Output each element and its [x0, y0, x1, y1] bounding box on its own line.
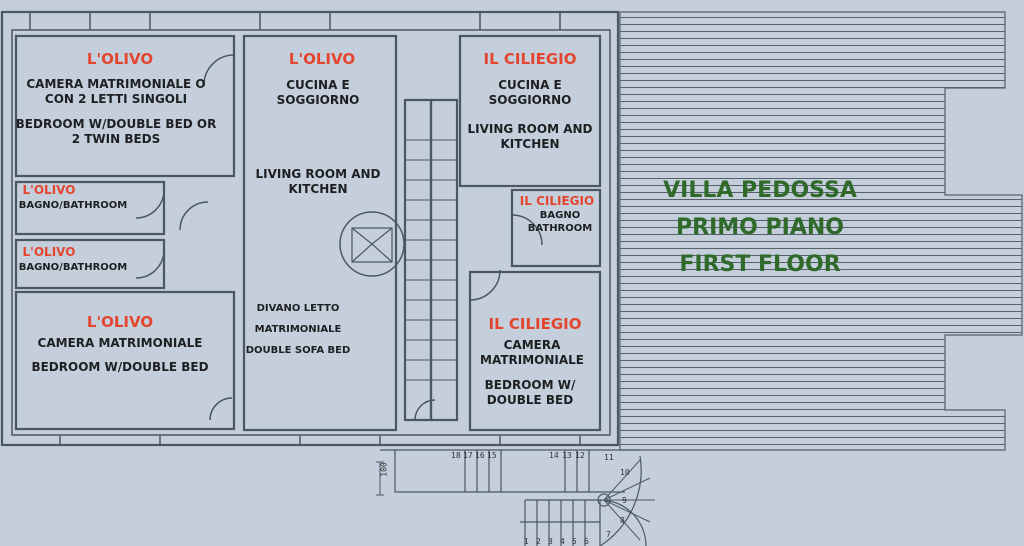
- label-line: KITCHEN: [500, 137, 560, 151]
- room-olivo-bedroom-2-en: BEDROOM W/DOUBLE BED: [31, 360, 209, 374]
- step-number: 1: [524, 537, 529, 546]
- label-line: CON 2 LETTI SINGOLI: [44, 92, 188, 106]
- room-olivo-bedroom-2-it: CAMERA MATRIMONIALE: [37, 336, 203, 350]
- floor-name-en: FIRST FLOOR: [679, 252, 841, 277]
- step-number: 13: [562, 451, 572, 460]
- label-line: BATHROOM: [527, 222, 593, 234]
- label-line: SOGGIORNO: [488, 93, 572, 107]
- label-line: CUCINA E: [286, 78, 350, 92]
- label-line: MATRIMONIALE: [480, 353, 584, 367]
- step-number: 8: [620, 516, 625, 525]
- villa-name: VILLA PEDOSSA: [663, 178, 857, 203]
- step-number: 7: [606, 530, 611, 539]
- floor-name-it: PRIMO PIANO: [676, 215, 844, 240]
- label-line: CAMERA: [503, 338, 561, 352]
- step-number: 12: [575, 451, 585, 460]
- label-line: CAMERA MATRIMONIALE O: [26, 77, 206, 91]
- room-ciliegio-bath-apartment: IL CILIEGIO: [519, 194, 595, 208]
- step-number: 5: [572, 537, 577, 546]
- label-line: BEDROOM W/: [484, 378, 576, 392]
- step-number: 18: [451, 451, 461, 460]
- walls: [0, 10, 655, 546]
- room-olivo-bedroom-2-apartment: L'OLIVO: [86, 313, 154, 331]
- label-line: LIVING ROOM AND: [255, 167, 381, 181]
- room-olivo-living-apartment: L'OLIVO: [288, 50, 356, 68]
- room-olivo-sofa-bed: DIVANO LETTO MATRIMONIALE DOUBLE SOFA BED: [246, 298, 351, 361]
- step-number: 6: [584, 537, 589, 546]
- room-olivo-bath-1-apartment: L'OLIVO: [22, 183, 76, 197]
- step-number: 10: [620, 468, 630, 477]
- room-olivo-bath-2-apartment: L'OLIVO: [22, 245, 76, 259]
- step-number: 2: [536, 537, 541, 546]
- step-number: 9: [622, 496, 627, 505]
- room-ciliegio-living-apartment: IL CILIEGIO: [483, 50, 577, 68]
- step-number: 4: [560, 537, 565, 546]
- label-line: BEDROOM W/DOUBLE BED OR: [15, 117, 217, 131]
- label-line: DOUBLE SOFA BED: [245, 345, 351, 356]
- label-line: CUCINA E: [498, 78, 562, 92]
- step-number: 15: [487, 451, 497, 460]
- terrace-hatched: [619, 11, 1023, 451]
- label-line: 2 TWIN BEDS: [71, 132, 161, 146]
- step-number: 16: [475, 451, 485, 460]
- label-line: BAGNO: [539, 210, 581, 221]
- label-line: KITCHEN: [288, 182, 348, 196]
- label-line: MATRIMONIALE: [254, 324, 342, 335]
- label-line: SOGGIORNO: [276, 93, 360, 107]
- villa-title: VILLA PEDOSSA PRIMO PIANO FIRST FLOOR: [663, 172, 857, 283]
- step-number: 14: [549, 451, 559, 460]
- room-ciliegio-bedroom-apartment: IL CILIEGIO: [488, 315, 582, 333]
- label-line: DOUBLE BED: [486, 393, 574, 407]
- step-number: 11: [604, 453, 614, 462]
- room-olivo-bath-2-label: BAGNO/BATHROOM: [18, 262, 128, 273]
- step-number: 3: [548, 537, 553, 546]
- dimension-label: 100: [379, 462, 389, 477]
- label-line: LIVING ROOM AND: [467, 122, 593, 136]
- room-olivo-bedroom-1-apartment: L'OLIVO: [86, 50, 154, 68]
- room-olivo-bath-1-label: BAGNO/BATHROOM: [18, 200, 128, 211]
- room-ciliegio-bedroom-en: BEDROOM W/DOUBLE BED: [485, 378, 576, 408]
- label-line: DIVANO LETTO: [256, 303, 340, 314]
- step-number: 17: [463, 451, 473, 460]
